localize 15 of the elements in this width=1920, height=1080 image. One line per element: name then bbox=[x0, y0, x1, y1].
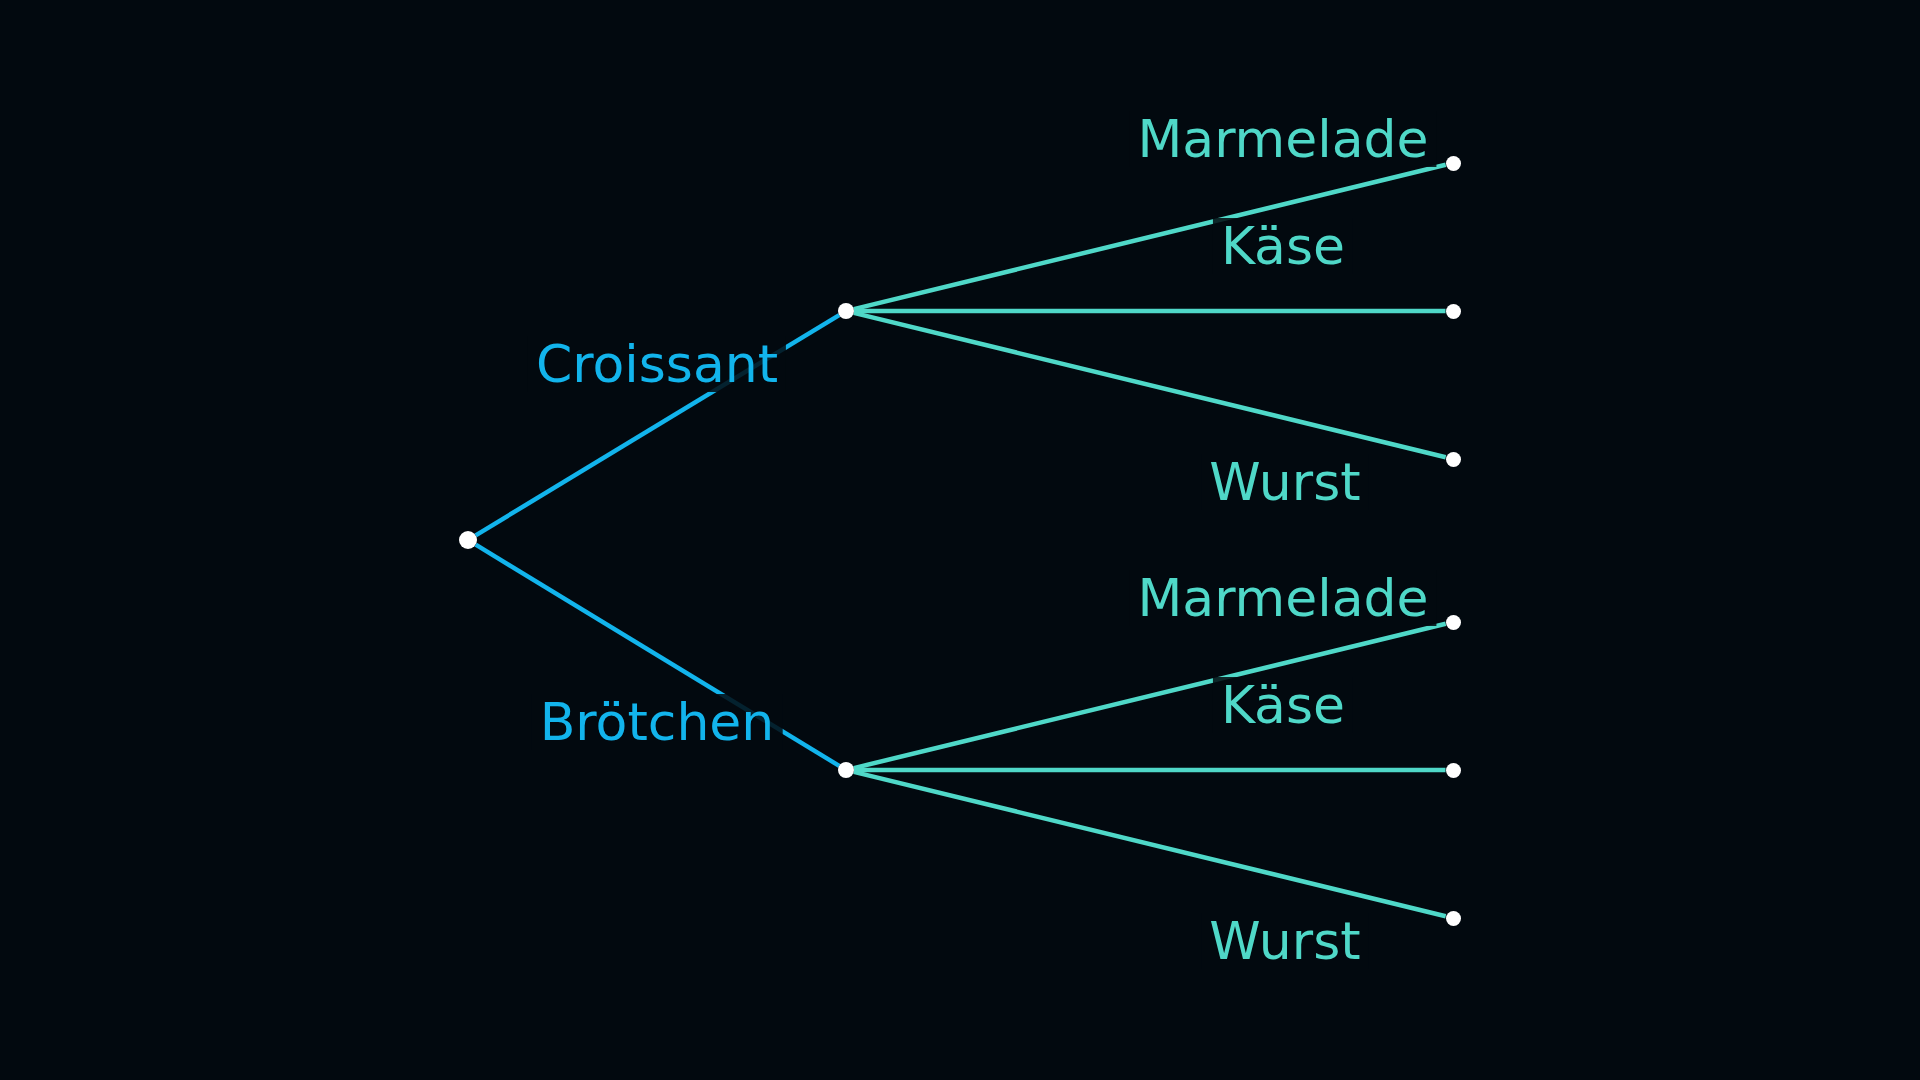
connector-line bbox=[853, 310, 1447, 460]
node-dot bbox=[838, 762, 854, 778]
node-dot bbox=[838, 303, 854, 319]
connector-line bbox=[853, 162, 1447, 312]
connector-line bbox=[853, 769, 1447, 919]
node-dot bbox=[1445, 303, 1461, 319]
connector-line bbox=[854, 308, 1446, 314]
node-dot bbox=[1445, 155, 1461, 171]
connector-line bbox=[853, 621, 1447, 771]
node-dot bbox=[1445, 910, 1461, 926]
node-dot bbox=[1445, 451, 1461, 467]
node-dot bbox=[459, 531, 477, 549]
node-dot bbox=[1445, 614, 1461, 630]
node-dot bbox=[1445, 762, 1461, 778]
connector-line bbox=[854, 767, 1446, 773]
